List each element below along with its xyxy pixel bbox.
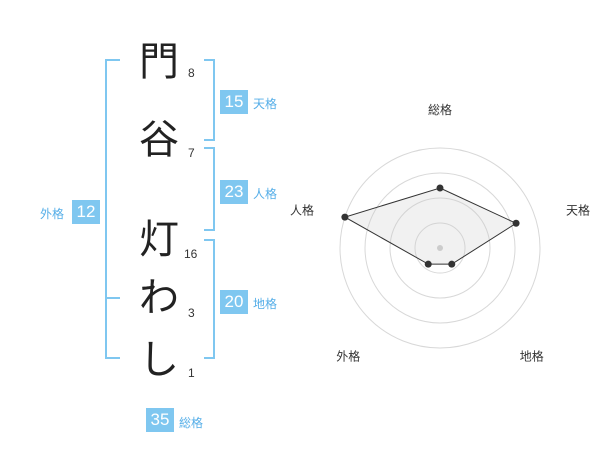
chikaku-value: 20	[220, 290, 248, 314]
tenkaku-value: 15	[220, 90, 248, 114]
stroke-count-2: 7	[188, 146, 195, 160]
tenkaku-bracket	[204, 59, 215, 141]
radar-axis-label-3: 地格	[520, 349, 544, 364]
radar-point-4	[424, 260, 432, 268]
name-char-5: し	[139, 337, 179, 383]
gaikaku-value: 12	[72, 200, 100, 224]
jinkaku-bracket	[204, 147, 215, 231]
gaikaku-bracket	[105, 59, 120, 359]
name-char-2: 谷	[139, 117, 179, 163]
soukaku-label: 総格	[179, 416, 204, 430]
soukaku-value: 35	[146, 408, 174, 432]
radar-axis-label-4: 外格	[336, 349, 360, 364]
chikaku-bracket	[204, 239, 215, 359]
radar-series-shape	[343, 187, 518, 265]
radar-axis-label-2: 天格	[566, 202, 590, 217]
radar-point-3	[448, 260, 456, 268]
radar-center-dot	[437, 245, 443, 251]
radar-ring-1	[414, 222, 466, 274]
radar-point-2	[512, 219, 520, 227]
radar-axis-label-5: 人格	[290, 202, 314, 217]
radar-ring-2	[389, 197, 491, 299]
radar-point-1	[436, 184, 444, 192]
name-char-3: 灯	[139, 217, 179, 263]
jinkaku-value: 23	[220, 180, 248, 204]
name-char-1: 門	[139, 39, 179, 85]
radar-point-5	[341, 213, 349, 221]
chikaku-label: 地格	[253, 297, 278, 311]
stroke-count-3: 16	[184, 247, 198, 261]
radar-axis-label-1: 総格	[428, 102, 452, 117]
tenkaku-label: 天格	[253, 97, 278, 111]
jinkaku-label: 人格	[253, 187, 278, 201]
stroke-count-1: 8	[188, 66, 195, 80]
stroke-count-4: 3	[188, 306, 195, 320]
radar-ring-4	[339, 147, 541, 349]
name-char-4: わ	[139, 275, 179, 321]
gaikaku-label: 外格	[40, 207, 65, 221]
stroke-count-5: 1	[188, 366, 195, 380]
radar-ring-3	[364, 172, 516, 324]
